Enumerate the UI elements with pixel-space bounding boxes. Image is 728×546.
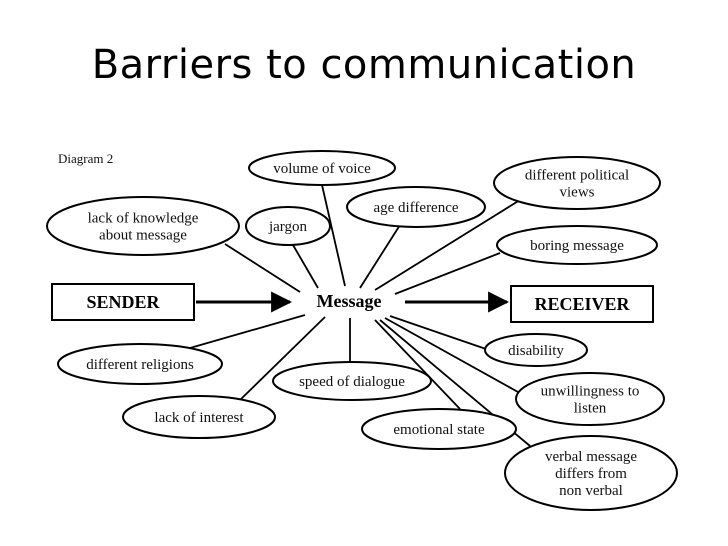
barrier-ellipse bbox=[361, 408, 517, 450]
barrier-bubble: emotional state bbox=[361, 408, 517, 450]
barrier-label: lack of interest bbox=[154, 410, 244, 426]
receiver-box bbox=[510, 285, 654, 323]
barrier-label: listen bbox=[574, 401, 607, 417]
connector-line bbox=[384, 317, 519, 393]
barrier-ellipse bbox=[493, 156, 661, 210]
barrier-label: unwillingness to bbox=[541, 384, 640, 400]
barrier-label: different political bbox=[525, 168, 629, 184]
connector-line bbox=[189, 314, 306, 349]
barrier-label: different religions bbox=[86, 357, 194, 373]
barrier-bubble: volume of voice bbox=[248, 150, 396, 186]
barrier-label: jargon bbox=[268, 219, 308, 235]
connector-line bbox=[389, 315, 487, 350]
connector-line bbox=[374, 199, 521, 291]
barrier-bubble: boring message bbox=[496, 225, 658, 265]
barrier-ellipse bbox=[57, 343, 223, 385]
connector-line bbox=[292, 244, 319, 289]
barrier-ellipse bbox=[46, 196, 240, 256]
barrier-label: about message bbox=[99, 228, 187, 244]
barrier-label: volume of voice bbox=[273, 161, 371, 177]
barrier-ellipse bbox=[245, 206, 331, 246]
barrier-bubble: jargon bbox=[245, 206, 331, 246]
barrier-ellipse bbox=[122, 395, 276, 439]
message-label: Message bbox=[317, 291, 382, 311]
barrier-ellipse bbox=[504, 435, 678, 511]
barrier-label: speed of dialogue bbox=[299, 374, 405, 390]
barrier-label: differs from bbox=[555, 466, 627, 482]
barrier-bubble: age difference bbox=[346, 186, 486, 228]
barrier-label: verbal message bbox=[545, 449, 637, 465]
barrier-ellipse bbox=[484, 333, 588, 367]
barrier-label: disability bbox=[508, 343, 564, 359]
sender-label: SENDER bbox=[86, 292, 160, 312]
barrier-bubble: speed of dialogue bbox=[272, 361, 432, 401]
barrier-ellipse bbox=[248, 150, 396, 186]
barrier-ellipse bbox=[515, 372, 665, 426]
barrier-label: emotional state bbox=[393, 422, 485, 438]
barrier-bubble: disability bbox=[484, 333, 588, 367]
sender-box bbox=[51, 283, 195, 321]
connector-line bbox=[224, 243, 301, 293]
barrier-label: age difference bbox=[373, 200, 458, 216]
barrier-label: views bbox=[560, 185, 595, 201]
barrier-ellipse bbox=[496, 225, 658, 265]
slide-title: Barriers to communication bbox=[91, 42, 637, 88]
diagram-label: Diagram 2 bbox=[58, 151, 114, 166]
connector-line bbox=[394, 252, 501, 295]
connector-line bbox=[239, 316, 326, 401]
connector-line bbox=[321, 184, 346, 287]
connector-line bbox=[359, 224, 401, 289]
connector-line bbox=[374, 319, 461, 410]
barrier-label: lack of knowledge bbox=[88, 211, 199, 227]
barrier-bubble: lack of interest bbox=[122, 395, 276, 439]
barrier-ellipse bbox=[346, 186, 486, 228]
barrier-bubble: different religions bbox=[57, 343, 223, 385]
connector-lines bbox=[189, 184, 531, 447]
receiver-label: RECEIVER bbox=[534, 294, 630, 314]
barrier-label: non verbal bbox=[559, 483, 623, 499]
barrier-ellipse bbox=[272, 361, 432, 401]
barrier-label: boring message bbox=[530, 238, 624, 254]
